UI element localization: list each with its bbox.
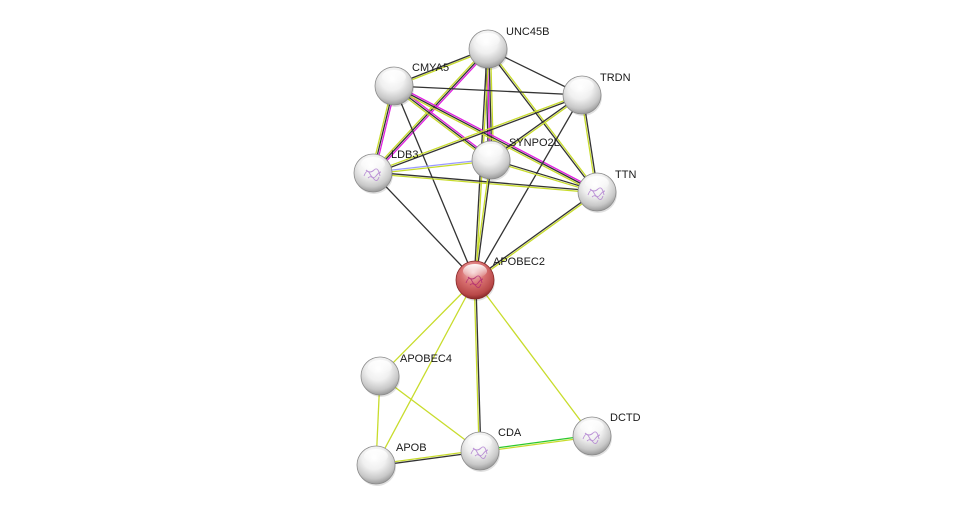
edge-ldb3-synpo2l[interactable] — [372, 158, 492, 175]
edges-layer — [370, 47, 599, 467]
edge-evidence-text-mining — [474, 279, 593, 437]
sphere-highlight — [382, 70, 406, 84]
edge-evidence-coexpression — [393, 85, 476, 281]
edge-evidence-text-mining — [373, 160, 492, 175]
edge-evidence-coexpression — [475, 160, 493, 281]
edge-evidence-coexpression — [393, 85, 492, 161]
edge-evidence-coexpression — [474, 190, 597, 280]
sphere-highlight — [364, 449, 388, 463]
edge-unc45b-ttn[interactable] — [486, 48, 599, 193]
sphere-highlight — [585, 176, 609, 190]
edge-evidence-text-mining — [473, 280, 480, 452]
edge-evidence-coexpression — [486, 49, 597, 193]
edge-apobec2-cda[interactable] — [473, 279, 482, 452]
edge-synpo2l-apobec2[interactable] — [473, 159, 493, 281]
node-apob[interactable]: APOB — [356, 442, 427, 486]
edge-evidence-text-mining — [488, 48, 599, 192]
edge-apobec2-apob[interactable] — [375, 279, 476, 466]
sphere-highlight — [361, 157, 385, 171]
edge-apobec4-cda[interactable] — [379, 375, 481, 452]
edge-cmya5-apobec2[interactable] — [393, 85, 476, 281]
edge-ttn-apobec2[interactable] — [474, 190, 598, 282]
edge-evidence-coexpression — [373, 171, 598, 192]
edge-evidence-text-mining — [475, 192, 598, 282]
node-label-apobec2: APOBEC2 — [493, 256, 545, 268]
node-label-synpo2l: SYNPO2L — [509, 137, 560, 149]
sphere-highlight — [476, 33, 500, 47]
sphere-highlight — [463, 264, 487, 278]
sphere-highlight — [479, 144, 503, 158]
edge-evidence-text-mining — [372, 93, 582, 173]
edge-cmya5-trdn[interactable] — [393, 85, 583, 96]
edge-evidence-text-mining — [375, 279, 476, 466]
node-ldb3[interactable]: LDB3 — [353, 149, 419, 194]
sphere-highlight — [580, 420, 604, 434]
node-unc45b[interactable]: UNC45B — [468, 26, 549, 70]
edge-evidence-text-mining — [372, 173, 597, 194]
edge-evidence-text-mining — [379, 279, 476, 377]
edge-apobec2-apobec4[interactable] — [379, 279, 476, 377]
node-label-cmya5: CMYA5 — [412, 62, 449, 74]
sphere-highlight — [570, 79, 594, 93]
node-label-apobec4: APOBEC4 — [400, 353, 452, 365]
sphere-highlight — [368, 360, 392, 374]
edge-evidence-coexpression — [393, 85, 598, 193]
edge-evidence-coexpression — [372, 172, 476, 281]
node-synpo2l[interactable]: SYNPO2L — [471, 137, 560, 181]
node-dctd[interactable]: DCTD — [572, 412, 641, 457]
node-apobec4[interactable]: APOBEC4 — [360, 353, 452, 397]
node-label-unc45b: UNC45B — [506, 26, 549, 38]
edge-evidence-text-mining — [379, 375, 481, 452]
node-label-dctd: DCTD — [610, 412, 641, 424]
node-label-ttn: TTN — [615, 169, 636, 181]
edge-trdn-ldb3[interactable] — [372, 93, 583, 175]
edge-evidence-text-mining — [371, 47, 488, 173]
node-label-ldb3: LDB3 — [391, 149, 419, 161]
edge-evidence-text-mining — [473, 159, 491, 280]
node-trdn[interactable]: TRDN — [562, 72, 631, 116]
node-label-cda: CDA — [498, 427, 522, 439]
edge-apobec2-dctd[interactable] — [474, 279, 593, 437]
edge-evidence-text-mining — [392, 86, 491, 162]
node-cmya5[interactable]: CMYA5 — [374, 62, 449, 107]
node-label-apob: APOB — [396, 442, 427, 454]
sphere-highlight — [468, 435, 492, 449]
edge-evidence-coexpression — [373, 95, 583, 175]
edge-ldb3-apobec2[interactable] — [372, 172, 476, 281]
node-apobec2[interactable]: APOBEC2 — [455, 256, 545, 301]
node-label-trdn: TRDN — [600, 72, 631, 84]
edge-evidence-coexpression — [475, 279, 482, 451]
node-cda[interactable]: CDA — [460, 427, 522, 472]
edge-evidence-coexpression — [393, 85, 583, 96]
edge-cmya5-ttn[interactable] — [392, 83, 599, 195]
edge-ldb3-ttn[interactable] — [372, 171, 598, 194]
edge-evidence-homology — [372, 158, 491, 173]
edge-evidence-experiments — [394, 83, 599, 192]
node-ttn[interactable]: TTN — [577, 169, 636, 213]
edge-evidence-text-mining — [392, 86, 597, 195]
